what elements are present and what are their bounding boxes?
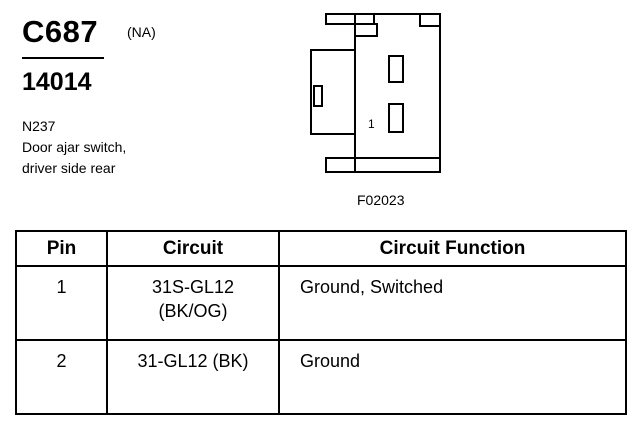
region-tag: (NA)	[127, 24, 156, 40]
pin-cell: 2	[15, 339, 108, 415]
header-pin: Pin	[15, 230, 108, 267]
circuit-function-cell: Ground	[278, 339, 627, 415]
connector-body	[354, 13, 441, 173]
table-row: 2 31-GL12 (BK) Ground	[15, 339, 627, 415]
top-latch	[325, 13, 375, 25]
circuit-line1: 31S-GL12	[151, 277, 235, 297]
circuit-line1: 31-GL12 (BK)	[137, 351, 249, 371]
top-notch	[354, 23, 378, 37]
pin-cavity-2	[388, 55, 404, 83]
figure-code: F02023	[357, 192, 405, 208]
part-number: 14014	[22, 68, 92, 96]
connector-face-diagram: 1	[310, 13, 441, 173]
circuit-function-cell: Ground, Switched	[278, 265, 627, 341]
pin-cavity-1	[388, 103, 404, 133]
component-code: N237	[22, 118, 56, 134]
bottom-flange	[325, 157, 441, 173]
table-row: 1 31S-GL12 (BK/OG) Ground, Switched	[15, 265, 627, 341]
table-header-row: Pin Circuit Circuit Function	[15, 230, 627, 267]
corner-key	[419, 13, 441, 27]
header-circuit: Circuit	[106, 230, 280, 267]
pin-cell: 1	[15, 265, 108, 341]
side-lock	[310, 49, 356, 135]
title-divider	[22, 57, 104, 59]
header-circuit-function: Circuit Function	[278, 230, 627, 267]
component-description-line1: Door ajar switch,	[22, 139, 127, 155]
component-description-line2: driver side rear	[22, 160, 116, 176]
lock-tab	[313, 85, 323, 107]
circuit-line2: (BK/OG)	[158, 301, 228, 321]
pin-1-label: 1	[368, 117, 375, 131]
circuit-table: Pin Circuit Circuit Function 1 31S-GL12 …	[15, 230, 627, 415]
circuit-cell: 31S-GL12 (BK/OG)	[106, 265, 280, 341]
connector-id: C687	[22, 14, 99, 49]
circuit-cell: 31-GL12 (BK)	[106, 339, 280, 415]
